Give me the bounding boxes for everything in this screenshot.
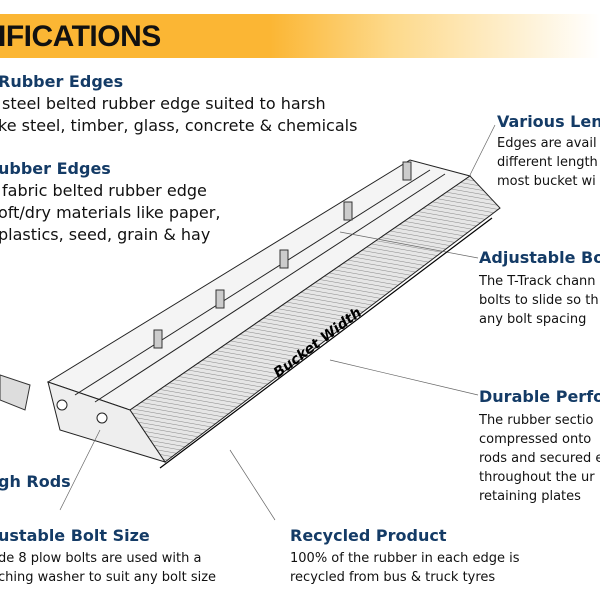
- various-lengths-text-2: different length: [497, 155, 598, 170]
- recycled-text-1: 100% of the rubber in each edge is: [290, 551, 520, 566]
- fabric-edges-text-3: plastics, seed, grain & hay: [0, 225, 211, 244]
- bolt-spacing-text-3: any bolt spacing: [479, 312, 587, 327]
- fabric-edges-heading: ubber Edges: [0, 159, 111, 178]
- bolt-spacing-text-1: The T-Track chann: [479, 274, 596, 289]
- section-banner: [0, 14, 600, 58]
- banner-title: IFICATIONS: [0, 20, 161, 53]
- fabric-edges-text-2: oft/dry materials like paper,: [0, 203, 221, 222]
- clamp-icon: [0, 374, 31, 411]
- durable-text-1: The rubber sectio: [479, 413, 594, 428]
- durable-text-4: throughout the ur: [479, 470, 595, 485]
- leader-lines: [59, 124, 496, 521]
- rubber-edge-bar: [46, 159, 501, 463]
- bolt-size-text-1: de 8 plow bolts are used with a: [0, 551, 202, 566]
- fabric-edges-text-1: fabric belted rubber edge: [2, 181, 207, 200]
- recycled-text-2: recycled from bus & truck tyres: [290, 570, 496, 585]
- steel-edges-text-1: steel belted rubber edge suited to harsh: [2, 94, 326, 113]
- recycled-product-heading: Recycled Product: [290, 526, 447, 545]
- various-lengths-heading: Various Leng: [497, 112, 600, 131]
- durable-text-5: retaining plates: [479, 489, 581, 504]
- bolt-spacing-text-2: bolts to slide so th: [479, 293, 599, 308]
- bolt-size-text-2: ching washer to suit any bolt size: [0, 570, 217, 585]
- bucket-width-dimension: [159, 217, 493, 469]
- durable-performance-heading: Durable Perfor: [479, 387, 600, 406]
- steel-edges-heading: Rubber Edges: [0, 72, 124, 91]
- durable-text-2: compressed onto: [479, 432, 592, 447]
- steel-edges-text-2: ke steel, timber, glass, concrete & chem…: [0, 116, 358, 135]
- various-lengths-text-1: Edges are avail: [497, 136, 597, 151]
- adjustable-bolt-size-heading: ustable Bolt Size: [0, 526, 150, 545]
- through-rods-heading: gh Rods: [0, 472, 71, 491]
- bolt-icons: [153, 161, 412, 349]
- adjustable-bolt-spacing-heading: Adjustable Bol: [479, 248, 600, 267]
- durable-text-3: rods and secured e: [479, 451, 600, 466]
- various-lengths-text-3: most bucket wi: [497, 174, 596, 189]
